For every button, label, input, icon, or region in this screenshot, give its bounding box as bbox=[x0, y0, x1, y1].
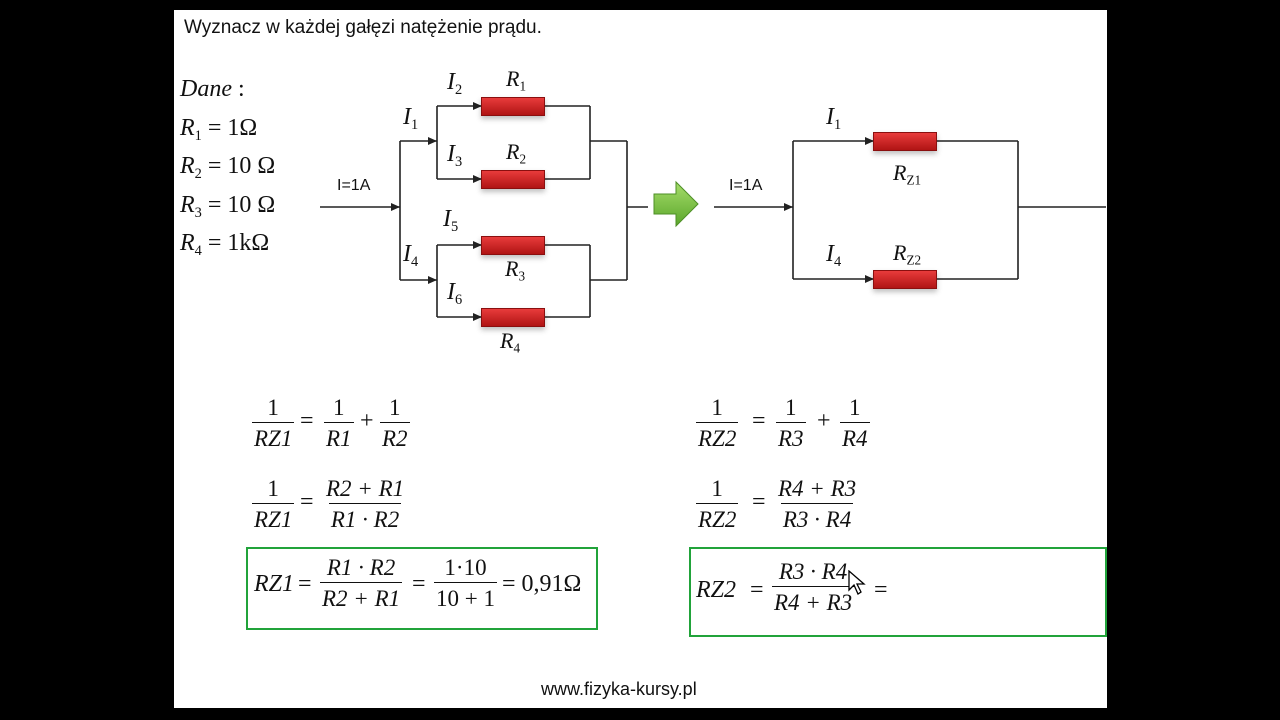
label-i4: I4 bbox=[403, 241, 419, 271]
eq-l3-eq2: = bbox=[412, 571, 426, 597]
input-current-label-2: I=1A bbox=[729, 177, 763, 194]
eq-l3-lhs: RZ1 bbox=[254, 571, 295, 597]
eq-r3-eq1: = bbox=[750, 577, 764, 603]
eq-l1-eq: = bbox=[300, 408, 314, 434]
resistor-r2 bbox=[481, 170, 545, 189]
given-r4: R4 = 1kΩ bbox=[180, 230, 270, 260]
eq-l2-eq: = bbox=[300, 489, 314, 515]
result-box-right bbox=[689, 547, 1107, 637]
given-r1: R1 = 1Ω bbox=[180, 115, 258, 145]
eq-r3-tail: = bbox=[874, 577, 888, 603]
input-current-label: I=1A bbox=[337, 177, 371, 194]
label-i3: I3 bbox=[447, 141, 463, 171]
page-title: Wyznacz w każdej gałęzi natężenie prądu. bbox=[184, 17, 542, 38]
eq-l3-result: = 0,91Ω bbox=[502, 571, 582, 597]
given-label: Dane : bbox=[180, 76, 245, 102]
eq-l3-eq1: = bbox=[298, 571, 312, 597]
eq-r1-plus: + bbox=[817, 408, 831, 434]
resistor-r1 bbox=[481, 97, 545, 116]
arrow-right-icon bbox=[653, 180, 699, 228]
resistor-r3 bbox=[481, 236, 545, 255]
label-i4-reduced: I4 bbox=[826, 241, 842, 271]
label-r4: R4 bbox=[500, 328, 521, 356]
label-r3: R3 bbox=[505, 256, 526, 284]
label-i1-reduced: I1 bbox=[826, 104, 842, 134]
given-r3: R3 = 10 Ω bbox=[180, 192, 276, 222]
label-r1: R1 bbox=[506, 66, 527, 94]
eq-r2-eq: = bbox=[752, 489, 766, 515]
label-rz2: RZ2 bbox=[893, 240, 922, 268]
label-r2: R2 bbox=[506, 139, 527, 167]
label-i2: I2 bbox=[447, 69, 463, 99]
result-box-left bbox=[246, 547, 598, 630]
eq-r3-lhs: RZ2 bbox=[696, 577, 737, 603]
eq-l1-plus: + bbox=[360, 408, 374, 434]
label-rz1: RZ1 bbox=[893, 160, 922, 188]
given-r2: R2 = 10 Ω bbox=[180, 153, 276, 183]
slide bbox=[174, 10, 1107, 708]
resistor-rz1 bbox=[873, 132, 937, 151]
eq-r1-eq: = bbox=[752, 408, 766, 434]
resistor-r4 bbox=[481, 308, 545, 327]
label-i6: I6 bbox=[447, 279, 463, 309]
footer-url[interactable]: www.fizyka-kursy.pl bbox=[541, 679, 697, 699]
resistor-rz2 bbox=[873, 270, 937, 289]
mouse-cursor-icon bbox=[848, 570, 866, 595]
label-i1: I1 bbox=[403, 104, 419, 134]
label-i5: I5 bbox=[443, 206, 459, 236]
